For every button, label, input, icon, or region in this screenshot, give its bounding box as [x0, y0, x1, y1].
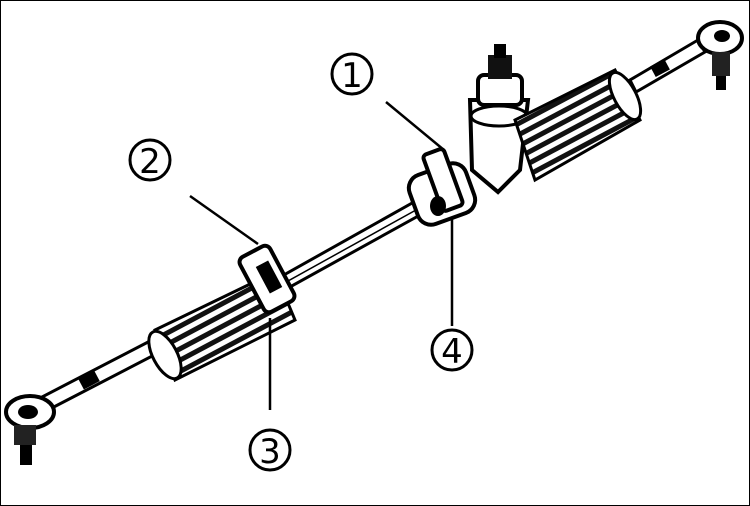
callout-3: 3 — [248, 428, 292, 472]
callout-2: 2 — [128, 138, 172, 182]
callout-4-text: 4 — [441, 332, 463, 372]
leader-lines — [189, 101, 454, 410]
callout-1-text: 1 — [341, 56, 363, 96]
callout-3-text: 3 — [259, 432, 281, 472]
leader-line-1 — [385, 101, 445, 151]
pinion-housing — [467, 44, 531, 195]
right-boot — [513, 67, 643, 183]
right-tie-rod — [628, 37, 708, 95]
callout-1: 1 — [330, 52, 374, 96]
leader-line-2 — [189, 194, 259, 246]
callout-4: 4 — [430, 328, 474, 372]
left-tie-rod-end — [4, 394, 56, 465]
left-tie-rod — [37, 338, 163, 412]
right-tie-rod-end — [696, 20, 744, 90]
callout-2-text: 2 — [139, 142, 161, 182]
left-clamp — [237, 243, 297, 315]
